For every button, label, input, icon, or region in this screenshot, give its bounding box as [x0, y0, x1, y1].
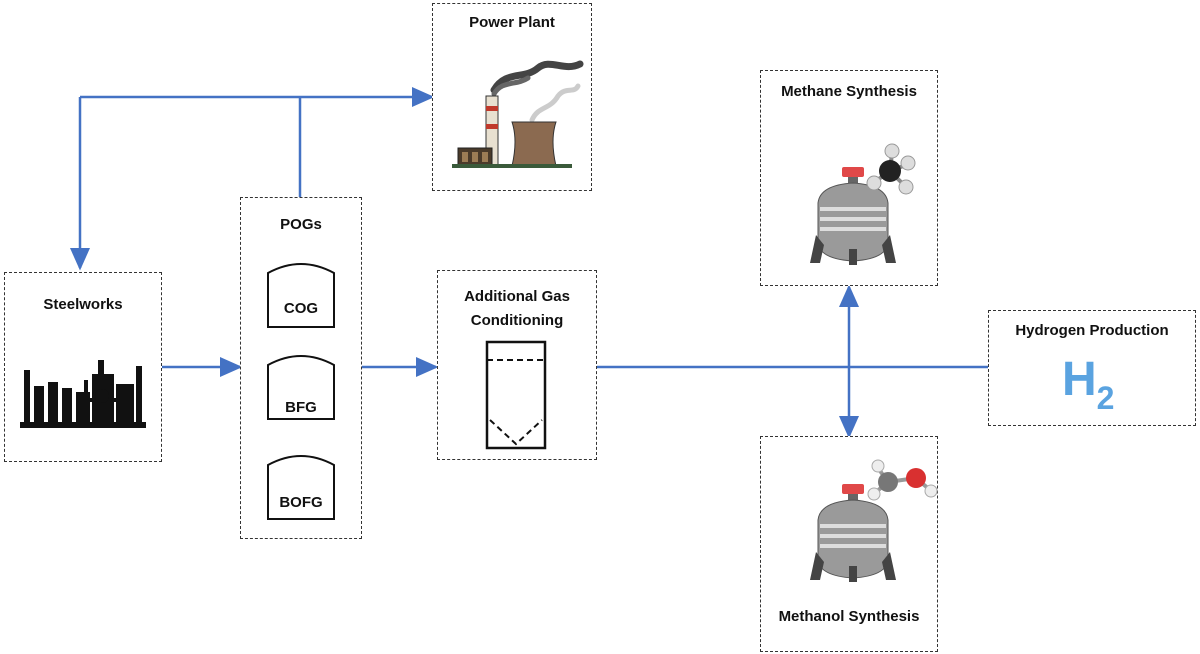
power-plant-icon: [452, 60, 584, 168]
gas-conditioning-label-line1: Additional Gas: [464, 288, 570, 305]
hydrogen-symbol-subscript: 2: [1096, 380, 1115, 416]
hydrogen-production-label: Hydrogen Production: [1015, 322, 1169, 339]
gas-conditioning-label-line2: Conditioning: [470, 312, 564, 329]
steelworks-box: [4, 272, 162, 462]
tank-bfg-label: BFG: [285, 399, 317, 416]
hydrogen-production-box: [988, 310, 1196, 426]
methanol-synthesis-label: Methanol Synthesis: [778, 608, 920, 625]
hydrogen-symbol-letter: H: [1062, 353, 1097, 406]
tank-cog-label: COG: [284, 300, 318, 317]
steelworks-factory-icon: [20, 360, 146, 428]
methane-synthesis-label: Methane Synthesis: [781, 83, 917, 100]
tank-cog-icon: [267, 263, 335, 328]
steelworks-label: Steelworks: [43, 296, 123, 313]
hydrogen-symbol: H2: [1062, 352, 1114, 416]
methane-reactor-icon: [810, 143, 916, 265]
pogs-label: POGs: [280, 216, 322, 233]
conditioning-column-icon: [485, 340, 547, 450]
methanol-reactor-icon: [810, 459, 938, 582]
tank-bofg-label: BOFG: [279, 494, 322, 511]
tank-bfg-icon: [267, 355, 335, 420]
tank-bofg-icon: [267, 455, 335, 520]
power-plant-label: Power Plant: [469, 14, 555, 31]
pogs-tanks: COG BFG BOFG: [267, 263, 335, 520]
